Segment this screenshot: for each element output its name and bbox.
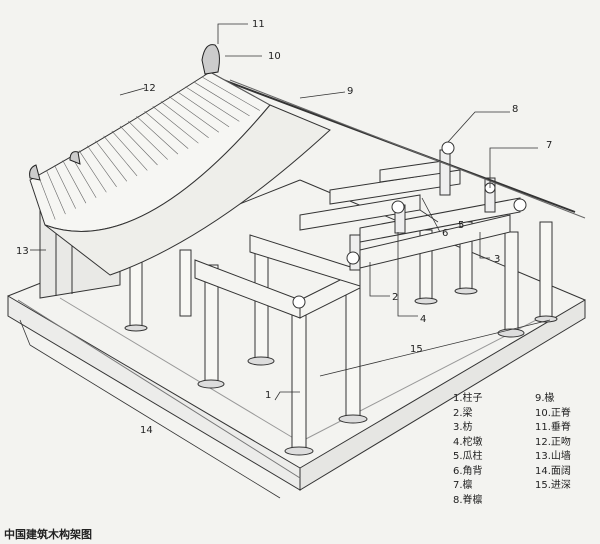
legend-item: 10.正脊	[535, 407, 571, 419]
callout-number-5: 5	[458, 220, 464, 231]
legend-item: 2.梁	[453, 407, 473, 419]
purlin-ends	[292, 141, 527, 309]
roof-tile-line	[95, 140, 128, 182]
legend-left: 1.柱子 2.梁 3.枋 4.柁墩 5.瓜柱 6.角背 7.檩 8.脊檩	[453, 392, 483, 508]
callout-number-7: 7	[546, 140, 552, 151]
roof-tiles	[37, 71, 271, 220]
callout-number-11: 11	[252, 19, 265, 30]
legend-item: 6.角背	[453, 465, 483, 477]
legend-item: 12.正吻	[535, 436, 571, 448]
roof-tile-line	[62, 160, 87, 204]
callout-number-15: 15	[410, 344, 423, 355]
roof-tile-line	[185, 86, 240, 122]
legend-item: 13.山墙	[535, 451, 571, 462]
legend-item: 1.柱子	[453, 393, 483, 404]
legend-item: 15.进深	[535, 480, 571, 491]
leader-lines	[19, 23, 551, 499]
roof-tile-line	[201, 76, 260, 111]
callout-number-12: 12	[143, 83, 156, 94]
roof-tile-line	[160, 101, 209, 138]
roof-tile-line	[78, 150, 107, 193]
callout-number-8: 8	[512, 104, 518, 115]
roof-tile-line	[209, 71, 271, 106]
roof-tile-line	[127, 120, 168, 160]
roof-tile-line	[177, 91, 230, 128]
column-bases	[124, 287, 558, 456]
legend-item: 3.枋	[453, 422, 473, 433]
roof-tile-line	[168, 96, 220, 133]
roof-tile-line	[152, 106, 199, 144]
roof-tile-line	[37, 174, 56, 220]
roof-tile-line	[144, 111, 189, 149]
legend-item: 5.瓜柱	[453, 451, 483, 462]
legend-item: 8.脊檩	[453, 494, 483, 506]
callout-number-9: 9	[347, 86, 353, 97]
callout-number-13: 13	[16, 246, 29, 257]
callout-number-6: 6	[442, 228, 448, 239]
legend-item: 9.椽	[535, 393, 555, 404]
roof-tile-line	[111, 130, 148, 171]
legend-item: 11.垂脊	[535, 422, 571, 433]
figure-caption: 中国建筑木构架图	[4, 528, 92, 541]
callout-number-1: 1	[265, 390, 271, 401]
legend-item: 14.面阔	[535, 465, 571, 477]
callout-number-2: 2	[392, 292, 398, 303]
ridge-ornament	[201, 44, 220, 75]
roof-tile-line	[46, 170, 66, 215]
callout-number-4: 4	[420, 314, 426, 325]
callout-number-3: 3	[494, 254, 500, 265]
platform-side	[299, 299, 586, 491]
roof-tile-line	[103, 135, 138, 177]
legend-right: 9.椽 10.正脊 11.垂脊 12.正吻 13.山墙 14.面阔 15.进深	[535, 392, 571, 494]
roof-rafter-sheet	[44, 104, 331, 276]
callout-number-14: 14	[140, 425, 153, 436]
roof-tile-line	[54, 165, 76, 209]
roof-tile-line	[193, 81, 250, 117]
legend-item: 4.柁墩	[453, 436, 483, 448]
legend-item: 7.檩	[453, 480, 473, 491]
roof-tile-line	[136, 115, 179, 155]
callout-number-10: 10	[268, 51, 281, 62]
roof-tile-line	[119, 125, 158, 166]
roof-tile-line	[87, 145, 117, 187]
